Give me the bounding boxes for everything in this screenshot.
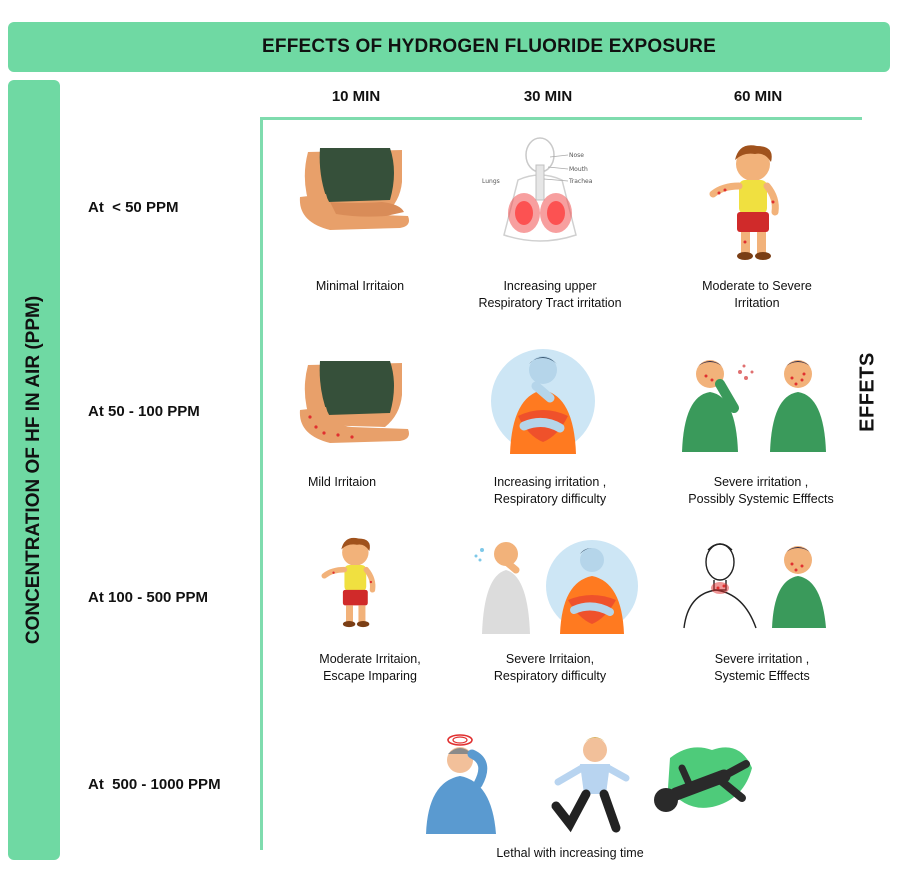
anatomy-label-mouth: Mouth	[569, 166, 588, 173]
cell-caption: Severe irritation , Systemic Efffects	[714, 652, 810, 683]
cell-caption: Mild Irritaion	[307, 475, 377, 489]
cell-caption: Lethal with increasing time	[496, 846, 644, 860]
cell-caption: Severe irritation , Possibly Systemic Ef…	[688, 475, 834, 506]
row-label-100-500: At 100 - 500 PPM	[88, 589, 209, 606]
persons-rash-illustration	[682, 360, 826, 452]
top-axis-line	[262, 117, 862, 120]
cell-caption: Increasing irritation , Respiratory diff…	[493, 475, 607, 506]
cell-caption: Moderate Irritaion, Escape Imparing	[319, 652, 421, 683]
anatomy-label-lungs: Lungs	[482, 178, 500, 185]
man-chest-pain-illustration	[491, 349, 595, 454]
anatomy-label-nose: Nose	[569, 152, 584, 159]
cell-caption: Minimal Irritaion	[315, 279, 405, 293]
chart-title: EFFECTS OF HYDROGEN FLUORIDE EXPOSURE	[262, 36, 716, 57]
y-axis-label: CONCENTRATION OF HF IN AIR (PPM)	[23, 295, 44, 645]
arm-rash-illustration	[299, 361, 409, 443]
row-label-50-100: At 50 - 100 PPM	[88, 403, 200, 420]
effects-label: EFFETS	[856, 352, 879, 432]
arm-scratching-illustration	[299, 148, 409, 230]
cell-caption: Moderate to Severe Irritation	[702, 279, 812, 310]
column-header-30min: 30 MIN	[523, 88, 573, 105]
respiratory-anatomy-illustration: Nose Mouth Trachea Lungs	[482, 137, 593, 242]
anatomy-label-trachea: Trachea	[568, 178, 593, 185]
coughing-and-chest-pain-illustration	[474, 540, 638, 634]
column-header-60min: 60 MIN	[733, 88, 783, 105]
lethal-exposure-illustration	[426, 734, 752, 834]
title-bar: EFFECTS OF HYDROGEN FLUORIDE EXPOSURE	[8, 22, 890, 72]
cell-caption: Increasing upper Respiratory Tract irrit…	[478, 279, 622, 310]
throat-irritation-illustration	[683, 543, 826, 629]
y-axis-bar: CONCENTRATION OF HF IN AIR (PPM)	[8, 80, 60, 860]
column-header-10min: 10 MIN	[331, 88, 381, 105]
cell-caption: Severe Irritaion, Respiratory difficulty	[493, 652, 607, 683]
row-label-500-1000: At 500 - 1000 PPM	[88, 776, 221, 793]
left-axis-line	[260, 117, 263, 850]
row-label-lt50: At < 50 PPM	[88, 199, 179, 216]
child-itching-illustration	[709, 145, 779, 260]
child-rash-illustration	[321, 537, 376, 628]
